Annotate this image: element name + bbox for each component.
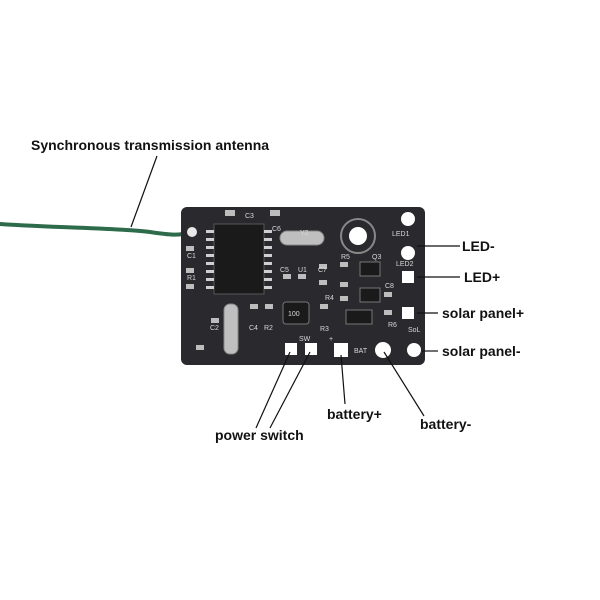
leader-switch-1 xyxy=(255,351,291,429)
solar-minus-pad xyxy=(407,343,421,357)
switch-pad-1 xyxy=(285,343,297,355)
led-minus-callout: LED- xyxy=(462,238,495,254)
led-plus-callout: LED+ xyxy=(464,269,501,285)
ic-u1-pins xyxy=(206,230,272,289)
silk-y2: Y2 xyxy=(300,230,309,237)
silk-u1: U1 xyxy=(298,267,307,274)
silk-led2: LED2 xyxy=(396,261,414,268)
silk-r3: R3 xyxy=(320,326,329,333)
solar-minus-callout: solar panel- xyxy=(442,343,521,359)
antenna-wire xyxy=(0,222,192,237)
silk-sw: SW xyxy=(299,336,311,343)
battery-minus-pad xyxy=(375,342,391,358)
solar-plus-pad xyxy=(402,307,414,319)
silk-r4: R4 xyxy=(325,295,334,302)
crystal-y2 xyxy=(279,230,325,246)
silk-c5: C5 xyxy=(280,267,289,274)
mounting-hole xyxy=(340,218,376,254)
battery-minus-callout: battery- xyxy=(420,416,472,432)
antenna-pad xyxy=(187,227,197,237)
silk-bat: BAT xyxy=(354,348,368,355)
leader-battery-minus xyxy=(383,351,425,417)
battery-plus-pad xyxy=(334,343,348,357)
led2-square-pad xyxy=(402,271,414,283)
silk-plus: + xyxy=(329,336,333,343)
crystal-vertical xyxy=(223,303,239,355)
silk-q3: Q3 xyxy=(372,254,381,261)
silk-sol: SoL xyxy=(408,327,421,334)
leader-lines xyxy=(130,155,460,429)
led2-pad xyxy=(401,246,415,260)
silk-c1: C1 xyxy=(187,253,196,260)
switch-pad-2 xyxy=(305,343,317,355)
leader-antenna xyxy=(130,155,158,228)
transistor-2 xyxy=(359,287,381,303)
silk-c7: C7 xyxy=(318,267,327,274)
solar-plus-callout: solar panel+ xyxy=(442,305,525,321)
leader-switch-2 xyxy=(269,351,311,429)
silk-c2: C2 xyxy=(210,325,219,332)
inductor xyxy=(282,301,310,325)
silk-inductor: 100 xyxy=(288,311,300,318)
transistor-3 xyxy=(345,309,373,325)
silk-c6: C6 xyxy=(272,226,281,233)
led1-pad xyxy=(401,212,415,226)
silk-c3: C3 xyxy=(245,213,254,220)
silk-r5: R5 xyxy=(341,254,350,261)
antenna-callout: Synchronous transmission antenna xyxy=(31,137,270,153)
silk-c4: C4 xyxy=(249,325,258,332)
smd-components xyxy=(186,210,392,350)
leader-battery-plus xyxy=(340,354,346,405)
silk-led1: LED1 xyxy=(392,231,410,238)
ic-u1 xyxy=(213,223,265,295)
silk-c8: C8 xyxy=(385,283,394,290)
transistor-q3 xyxy=(359,261,381,277)
battery-plus-callout: battery+ xyxy=(327,406,382,422)
silk-r2: R2 xyxy=(264,325,273,332)
silk-r1: R1 xyxy=(187,275,196,282)
power-switch-callout: power switch xyxy=(215,427,304,443)
silk-r6: R6 xyxy=(388,322,397,329)
